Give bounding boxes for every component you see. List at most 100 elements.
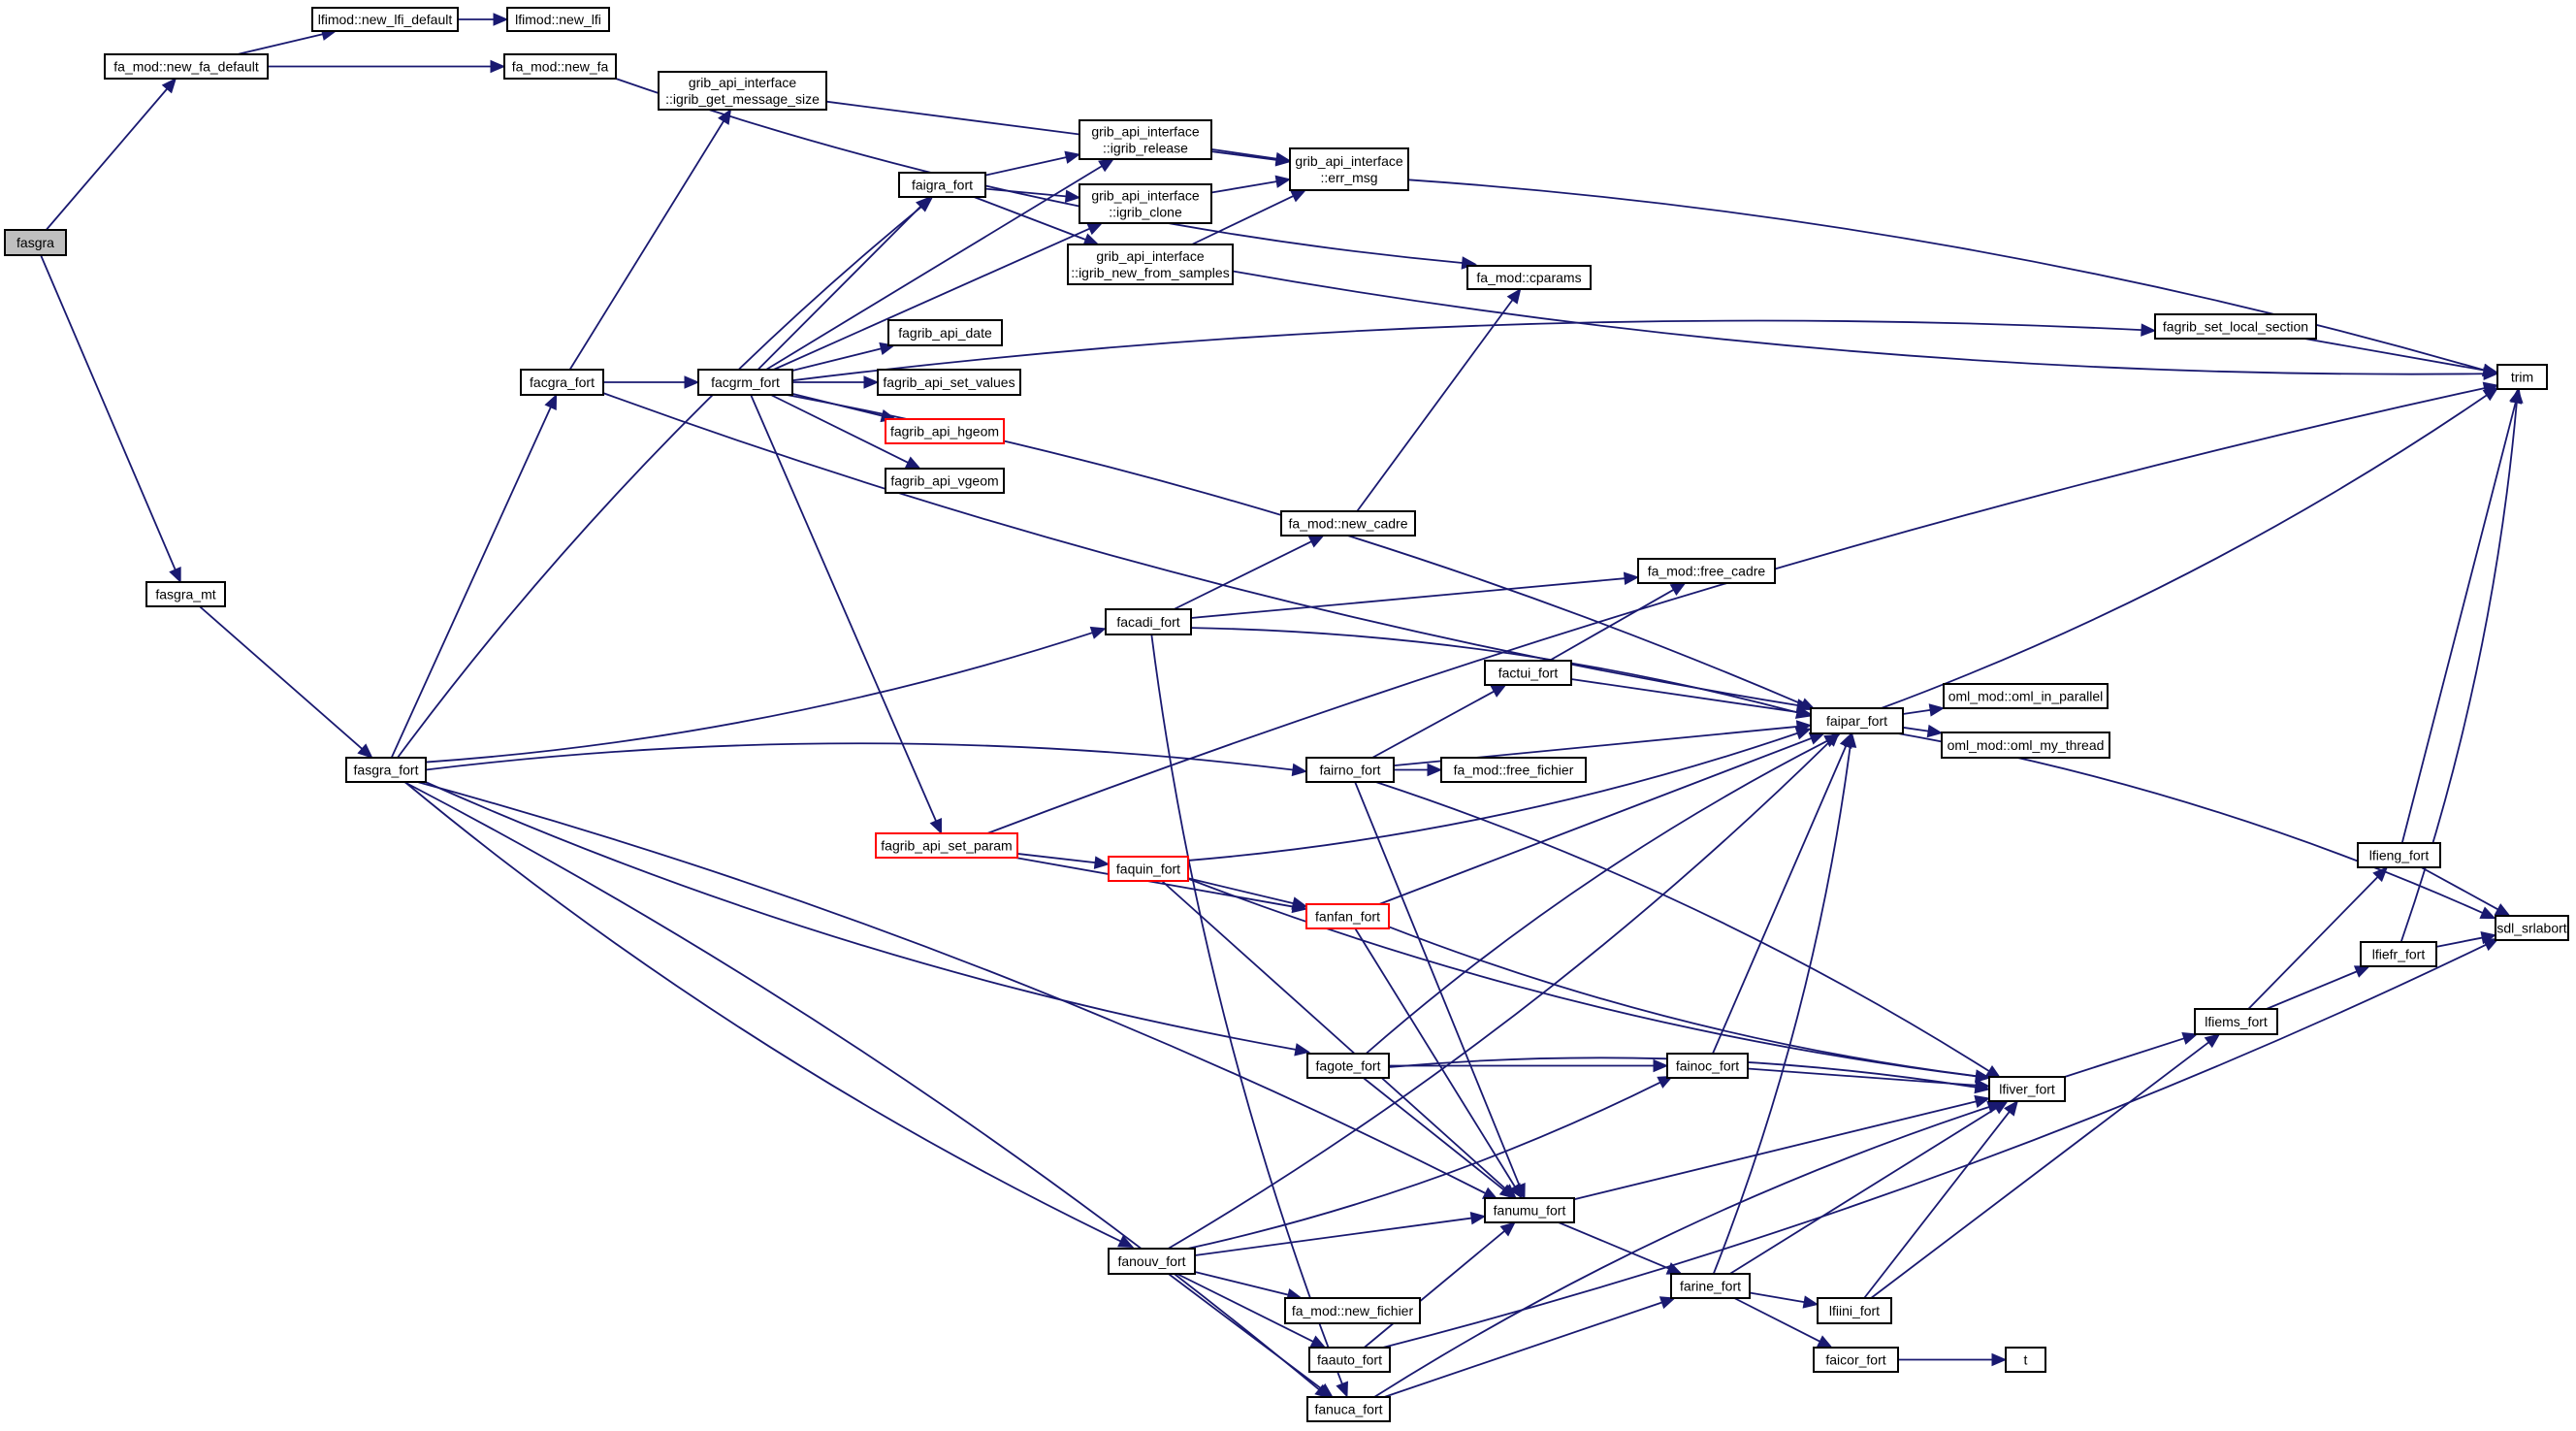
- node-lfiems-fort[interactable]: lfiems_fort: [2194, 1008, 2278, 1035]
- node-label: ::igrib_release: [1103, 141, 1188, 156]
- node-faicor-fort[interactable]: faicor_fort: [1813, 1347, 1899, 1373]
- node-faquin-fort[interactable]: faquin_fort: [1108, 856, 1189, 882]
- node-farine-fort[interactable]: farine_fort: [1670, 1273, 1751, 1299]
- arrowhead-icon: [1975, 1069, 1991, 1083]
- edge-line: [45, 88, 168, 231]
- edge-line: [791, 347, 882, 372]
- node-lfiini-fort[interactable]: lfiini_fort: [1817, 1297, 1892, 1324]
- node-label: farine_fort: [1680, 1279, 1741, 1294]
- edge-faipar_fort-to-trim: [1881, 386, 2499, 709]
- edge-line: [40, 254, 177, 570]
- node-fagrib-api-vgeom[interactable]: fagrib_api_vgeom: [885, 468, 1005, 494]
- node-free-cadre[interactable]: fa_mod::free_cadre: [1637, 558, 1776, 584]
- edge-lfiver_fort-to-lfiems_fort: [2064, 1032, 2199, 1078]
- node-fasgra-mt[interactable]: fasgra_mt: [145, 581, 226, 607]
- edge-fanumu_fort-to-farine_fort: [1558, 1221, 1683, 1275]
- node-box: [1067, 244, 1234, 285]
- node-igrib-get-message-size[interactable]: grib_api_interface::igrib_get_message_si…: [658, 71, 827, 111]
- node-fanouv-fort[interactable]: fanouv_fort: [1108, 1248, 1196, 1275]
- edge-lfiefr_fort-to-trim: [2399, 387, 2524, 943]
- edge-faipar_fort-to-oml_in_parallel: [1902, 703, 1946, 717]
- node-igrib-clone[interactable]: grib_api_interface::igrib_clone: [1079, 183, 1212, 224]
- node-fagrib-api-set-param[interactable]: fagrib_api_set_param: [875, 832, 1018, 859]
- edges-layer: [40, 13, 2524, 1399]
- node-err-msg[interactable]: grib_api_interface::err_msg: [1289, 147, 1409, 191]
- node-fagrib-set-local-section[interactable]: fagrib_set_local_section: [2154, 313, 2317, 340]
- node-trim[interactable]: trim: [2496, 364, 2548, 390]
- node-faigra-fort[interactable]: faigra_fort: [898, 172, 986, 198]
- node-box: [1079, 119, 1212, 160]
- node-box: [2496, 364, 2548, 390]
- node-fagrib-api-date[interactable]: fagrib_api_date: [887, 319, 1003, 346]
- edge-line: [1378, 737, 1812, 905]
- node-free-fichier[interactable]: fa_mod::free_fichier: [1440, 757, 1587, 783]
- edge-factui_fort-to-faipar_fort: [1570, 678, 1813, 719]
- arrowhead-icon: [2510, 387, 2524, 404]
- node-fasgra[interactable]: fasgra: [4, 229, 67, 256]
- node-faipar-fort[interactable]: faipar_fort: [1810, 707, 1904, 734]
- node-new-fa[interactable]: fa_mod::new_fa: [503, 53, 617, 80]
- node-igrib-new-from-samples[interactable]: grib_api_interface::igrib_new_from_sampl…: [1067, 244, 1234, 285]
- edge-fanumu_fort-to-lfiver_fort: [1573, 1094, 1991, 1201]
- node-new-lfi-default[interactable]: lfimod::new_lfi_default: [311, 7, 459, 32]
- node-faauto-fort[interactable]: faauto_fort: [1308, 1347, 1391, 1373]
- arrowhead-icon: [1064, 150, 1081, 164]
- node-fainoc-fort[interactable]: fainoc_fort: [1666, 1053, 1749, 1079]
- edge-line: [2303, 338, 2485, 372]
- node-cparams[interactable]: fa_mod::cparams: [1466, 265, 1592, 290]
- node-fanuca-fort[interactable]: fanuca_fort: [1306, 1396, 1391, 1422]
- node-new-cadre[interactable]: fa_mod::new_cadre: [1280, 510, 1416, 537]
- node-factui-fort[interactable]: factui_fort: [1484, 660, 1572, 686]
- node-sdl-srlabort[interactable]: sdl_srlabort: [2495, 915, 2569, 941]
- node-label: lfiver_fort: [1999, 1082, 2055, 1097]
- edge-line: [1187, 732, 1798, 862]
- node-label: fa_mod::free_cadre: [1648, 564, 1766, 579]
- edge-facadi_fort-to-free_cadre: [1190, 571, 1640, 619]
- edge-line: [773, 227, 1090, 371]
- arrowhead-icon: [1064, 189, 1081, 204]
- node-new-fichier[interactable]: fa_mod::new_fichier: [1284, 1297, 1421, 1324]
- node-box: [1305, 757, 1395, 783]
- node-lfiefr-fort[interactable]: lfiefr_fort: [2360, 941, 2437, 967]
- node-new-fa-default[interactable]: fa_mod::new_fa_default: [104, 53, 269, 80]
- node-oml-my-thread[interactable]: oml_mod::oml_my_thread: [1941, 732, 2110, 759]
- node-fanumu-fort[interactable]: fanumu_fort: [1484, 1197, 1575, 1223]
- node-t[interactable]: t: [2005, 1347, 2046, 1373]
- node-label: faigra_fort: [912, 178, 973, 193]
- node-fanfan-fort[interactable]: fanfan_fort: [1305, 903, 1390, 929]
- node-facadi-fort[interactable]: facadi_fort: [1105, 608, 1192, 635]
- node-fairno-fort[interactable]: fairno_fort: [1305, 757, 1395, 783]
- arrowhead-icon: [2353, 965, 2371, 978]
- node-oml-in-parallel[interactable]: oml_mod::oml_in_parallel: [1943, 683, 2109, 709]
- edge-line: [1388, 926, 1977, 1078]
- node-label: lfimod::new_lfi: [515, 12, 601, 27]
- node-lfieng-fort[interactable]: lfieng_fort: [2357, 842, 2441, 868]
- node-fagrib-api-hgeom[interactable]: fagrib_api_hgeom: [885, 418, 1005, 444]
- edge-faipar_fort-to-sdl_srlabort: [1897, 732, 2496, 920]
- node-label: fagote_fort: [1316, 1058, 1381, 1074]
- edge-igrib_release-to-err_msg: [1210, 147, 1292, 166]
- edge-line: [1363, 1230, 1505, 1349]
- node-fasgra-fort[interactable]: fasgra_fort: [345, 757, 427, 783]
- node-lfiver-fort[interactable]: lfiver_fort: [1988, 1076, 2066, 1102]
- node-facgrm-fort[interactable]: facgrm_fort: [697, 369, 793, 396]
- node-label: fa_mod::cparams: [1476, 270, 1581, 285]
- edge-facgra_fort-to-faipar_fort: [602, 392, 1813, 712]
- arrowhead-icon: [1506, 287, 1522, 305]
- node-label: faauto_fort: [1317, 1352, 1382, 1368]
- node-box: [520, 369, 604, 396]
- edge-line: [2420, 866, 2498, 911]
- arrowhead-icon: [1317, 1382, 1334, 1398]
- node-box: [503, 53, 617, 80]
- node-fagrib-api-set-values[interactable]: fagrib_api_set_values: [877, 369, 1021, 396]
- node-new-lfi[interactable]: lfimod::new_lfi: [506, 7, 610, 32]
- arrowhead-icon: [544, 393, 558, 410]
- edge-line: [1712, 746, 1852, 1275]
- node-igrib-release[interactable]: grib_api_interface::igrib_release: [1079, 119, 1212, 160]
- arrowhead-icon: [161, 78, 177, 94]
- node-facgra-fort[interactable]: facgra_fort: [520, 369, 604, 396]
- nodes-layer: fasgra fa_mod::new_fa_default lfimod::new_…: [4, 7, 2569, 1422]
- node-box: [104, 53, 269, 80]
- node-fagote-fort[interactable]: fagote_fort: [1306, 1053, 1390, 1079]
